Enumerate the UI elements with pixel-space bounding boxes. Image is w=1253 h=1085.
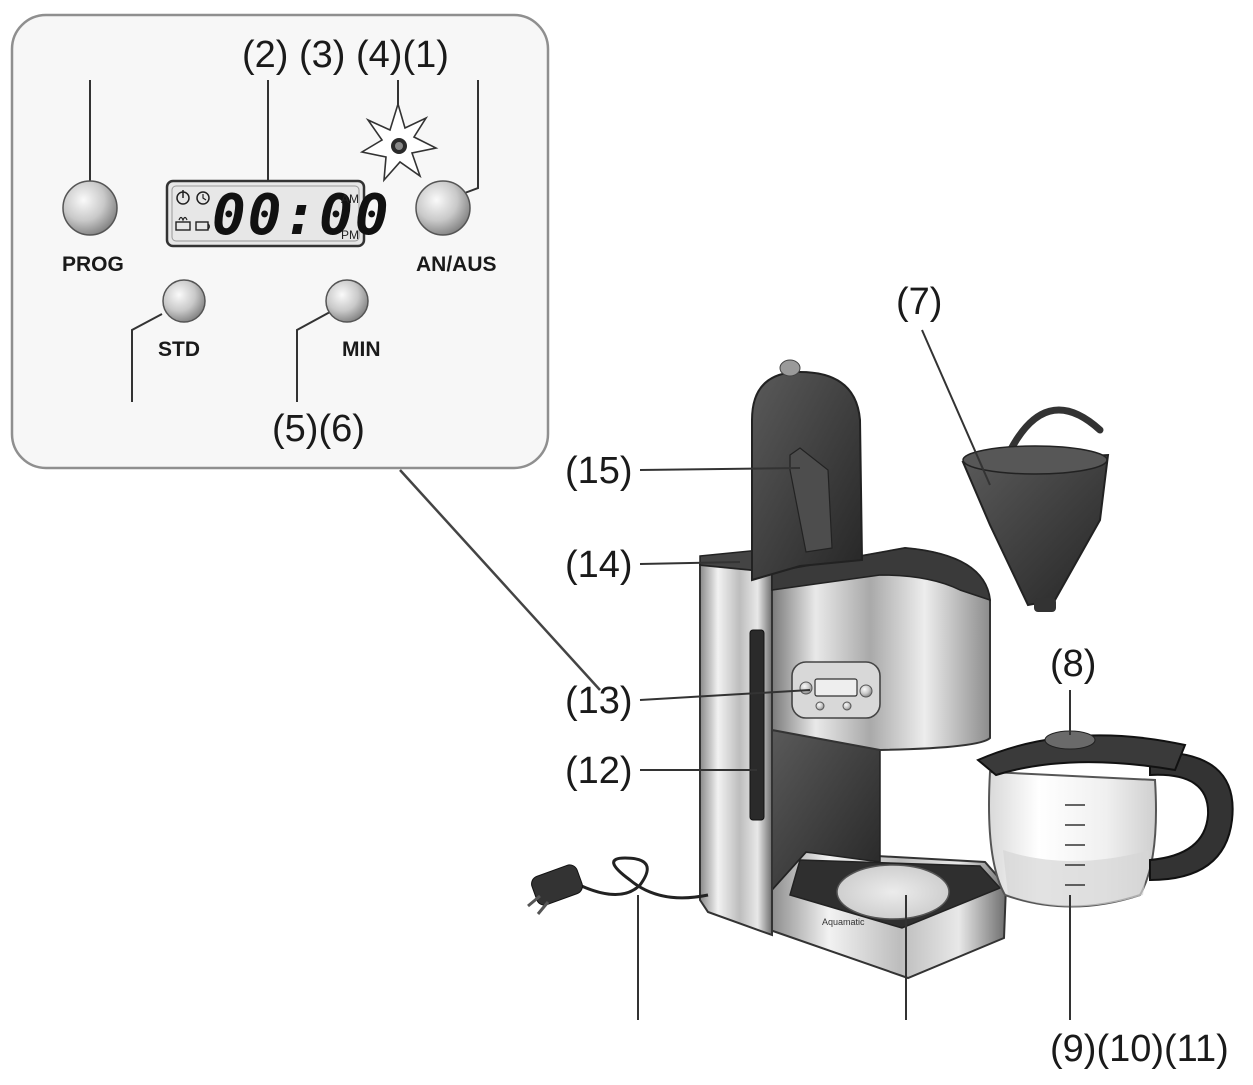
svg-text:Aquamatic: Aquamatic bbox=[822, 917, 865, 927]
lcd-time: 00:00 bbox=[212, 183, 391, 248]
leader-std bbox=[131, 313, 163, 402]
carafe-scale bbox=[1065, 804, 1085, 886]
callout-7: (7) bbox=[896, 281, 943, 323]
callout-15: (15) bbox=[565, 450, 633, 492]
panel-zoom-line bbox=[399, 469, 601, 691]
lcd-am: AM bbox=[341, 192, 359, 206]
hours-button[interactable] bbox=[162, 279, 206, 323]
hours-button-label: STD bbox=[158, 338, 200, 361]
water-gauge bbox=[749, 629, 765, 821]
panel-callout-bottom: (5)(6) bbox=[272, 408, 365, 450]
leader-7 bbox=[921, 329, 991, 486]
carafe-lid bbox=[976, 734, 1187, 777]
warming-plate bbox=[836, 864, 950, 920]
leader-15 bbox=[639, 467, 801, 471]
leader-14 bbox=[639, 561, 741, 565]
prog-button[interactable] bbox=[62, 180, 118, 236]
led-indicator-icon bbox=[359, 101, 439, 183]
filter-basket bbox=[961, 406, 1110, 612]
power-plug-icon bbox=[527, 864, 583, 915]
glass-carafe bbox=[976, 730, 1234, 908]
onoff-button[interactable] bbox=[415, 180, 471, 236]
callout-9-11: (9)(10)(11) bbox=[1050, 1028, 1229, 1070]
callout-14: (14) bbox=[565, 544, 633, 586]
coffee-machine: Aquamatic bbox=[699, 359, 1008, 980]
onoff-button-label: AN/AUS bbox=[416, 253, 497, 276]
power-cord bbox=[527, 856, 709, 915]
minutes-button-label: MIN bbox=[342, 338, 381, 361]
control-panel-zoom bbox=[10, 13, 601, 691]
callout-13: (13) bbox=[565, 680, 633, 722]
callout-12: (12) bbox=[565, 750, 633, 792]
leader-onoff bbox=[461, 80, 479, 195]
leader-13 bbox=[639, 689, 811, 701]
lcd-pm: PM bbox=[341, 228, 359, 242]
cup-icon bbox=[195, 221, 210, 231]
power-icon bbox=[176, 190, 190, 205]
leader-min bbox=[296, 311, 331, 402]
lcd-display bbox=[165, 179, 366, 248]
aroma-icon bbox=[175, 216, 191, 231]
callout-8: (8) bbox=[1050, 643, 1097, 685]
panel-callout-top: (2) (3) (4)(1) bbox=[242, 34, 449, 76]
minutes-button[interactable] bbox=[325, 279, 369, 323]
prog-button-label: PROG bbox=[62, 253, 124, 276]
clock-icon bbox=[196, 191, 210, 205]
mini-control-panel bbox=[791, 661, 881, 719]
carafe-handle bbox=[1149, 750, 1234, 882]
